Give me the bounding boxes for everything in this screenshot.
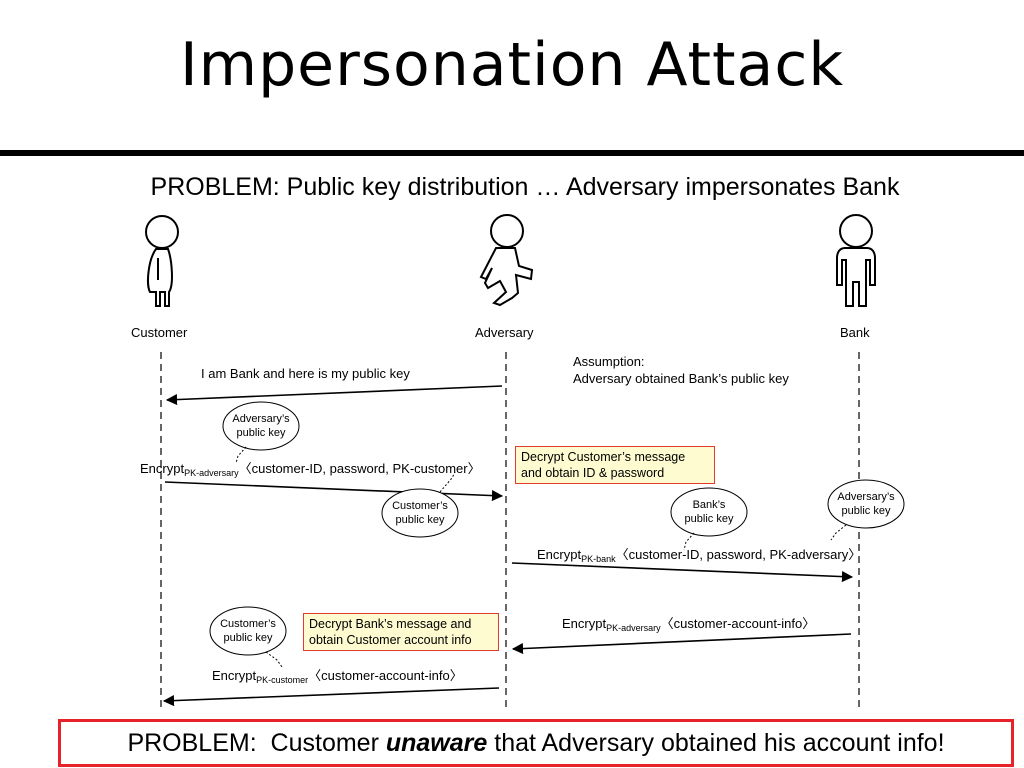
slide-subtitle: PROBLEM: Public key distribution … Adver… <box>150 173 900 201</box>
bank-label: Bank <box>840 325 870 340</box>
assumption-heading: Assumption: <box>573 354 645 369</box>
assumption-note: Assumption: Adversary obtained Bank’s pu… <box>573 353 789 387</box>
message-1-label: I am Bank and here is my public key <box>201 366 410 381</box>
bubble-adversary-key-1-shape <box>222 401 300 464</box>
bank-figure-icon <box>836 214 876 307</box>
message-3-label: EncryptPK-bank〈customer-ID, password, PK… <box>537 547 862 564</box>
customer-label: Customer <box>131 325 188 340</box>
message-4-label: EncryptPK-adversary〈customer-account-inf… <box>562 616 816 633</box>
bubble-customer-key-2-shape <box>209 606 287 668</box>
message-2-label: EncryptPK-adversary〈customer-ID, passwor… <box>140 461 481 478</box>
arrow-bank-to-adversary-account <box>511 633 852 655</box>
note-decrypt-customer-message: Decrypt Customer’s message and obtain ID… <box>515 446 715 484</box>
title-divider <box>0 150 1024 156</box>
customer-figure-icon <box>145 215 179 307</box>
slide-title: Impersonation Attack <box>179 30 845 100</box>
arrow-adversary-to-customer-key <box>165 385 503 406</box>
bubble-adversary-key-2-shape <box>827 479 905 541</box>
adversary-label: Adversary <box>475 325 534 340</box>
arrow-adversary-to-bank-credentials <box>511 562 854 583</box>
adversary-figure-icon <box>479 214 534 307</box>
arrow-adversary-to-customer-account <box>162 687 500 707</box>
bubble-customer-key-1-shape <box>381 471 459 538</box>
note-decrypt-bank-message: Decrypt Bank’s message and obtain Custom… <box>303 613 499 651</box>
bubble-bank-key-shape <box>670 487 748 551</box>
assumption-text: Adversary obtained Bank’s public key <box>573 371 789 386</box>
bottom-problem-statement: PROBLEM: Customer unaware that Adversary… <box>58 719 1014 767</box>
message-5-label: EncryptPK-customer〈customer-account-info… <box>212 668 463 685</box>
arrow-customer-to-adversary-credentials <box>164 481 504 502</box>
